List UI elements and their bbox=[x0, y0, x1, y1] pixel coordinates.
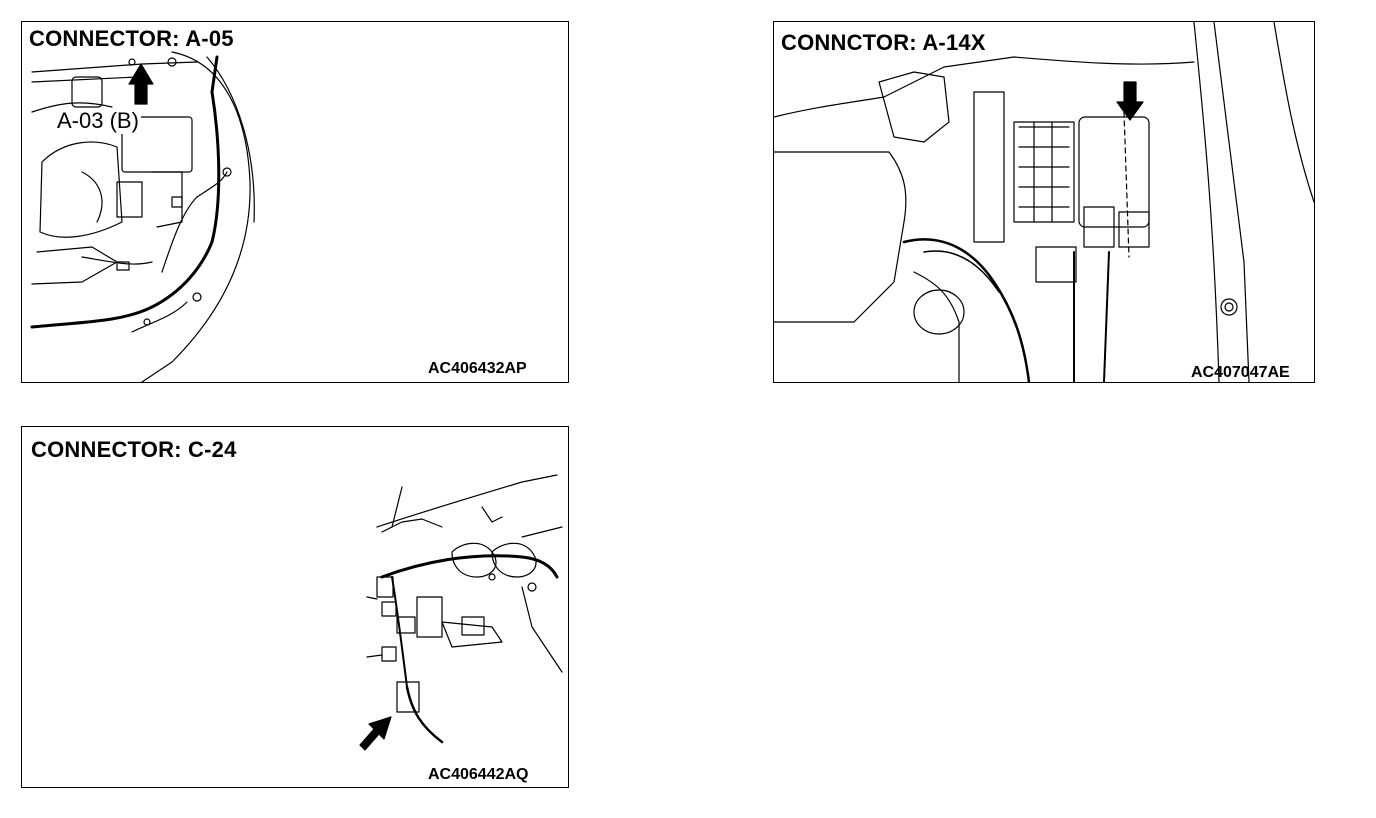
figure-code: AC406432AP bbox=[428, 360, 527, 377]
fuse-box-illustration bbox=[774, 22, 1314, 382]
connector-panel-a05: CONNECTOR: A-05 A-03 (B) AC406432AP bbox=[21, 21, 569, 383]
panel-title: CONNCTOR: A-14X bbox=[781, 30, 986, 55]
panel-title: CONNECTOR: A-05 bbox=[29, 26, 234, 51]
arrow-down-icon bbox=[1116, 81, 1144, 121]
panel-title: CONNECTOR: C-24 bbox=[31, 437, 237, 462]
callout-label: A-03 (B) bbox=[55, 108, 141, 134]
connector-panel-c24: CONNECTOR: C-24 AC406442AQ bbox=[21, 426, 569, 788]
arrow-up-right-icon bbox=[359, 716, 392, 751]
arrow-up-icon bbox=[128, 63, 154, 105]
engine-bay-illustration bbox=[30, 51, 255, 382]
figure-code: AC407047AE bbox=[1191, 364, 1290, 381]
connector-panel-a14x: CONNCTOR: A-14X AC407047AE bbox=[773, 21, 1315, 383]
figure-code: AC406442AQ bbox=[428, 766, 529, 783]
dashboard-illustration bbox=[359, 474, 563, 751]
